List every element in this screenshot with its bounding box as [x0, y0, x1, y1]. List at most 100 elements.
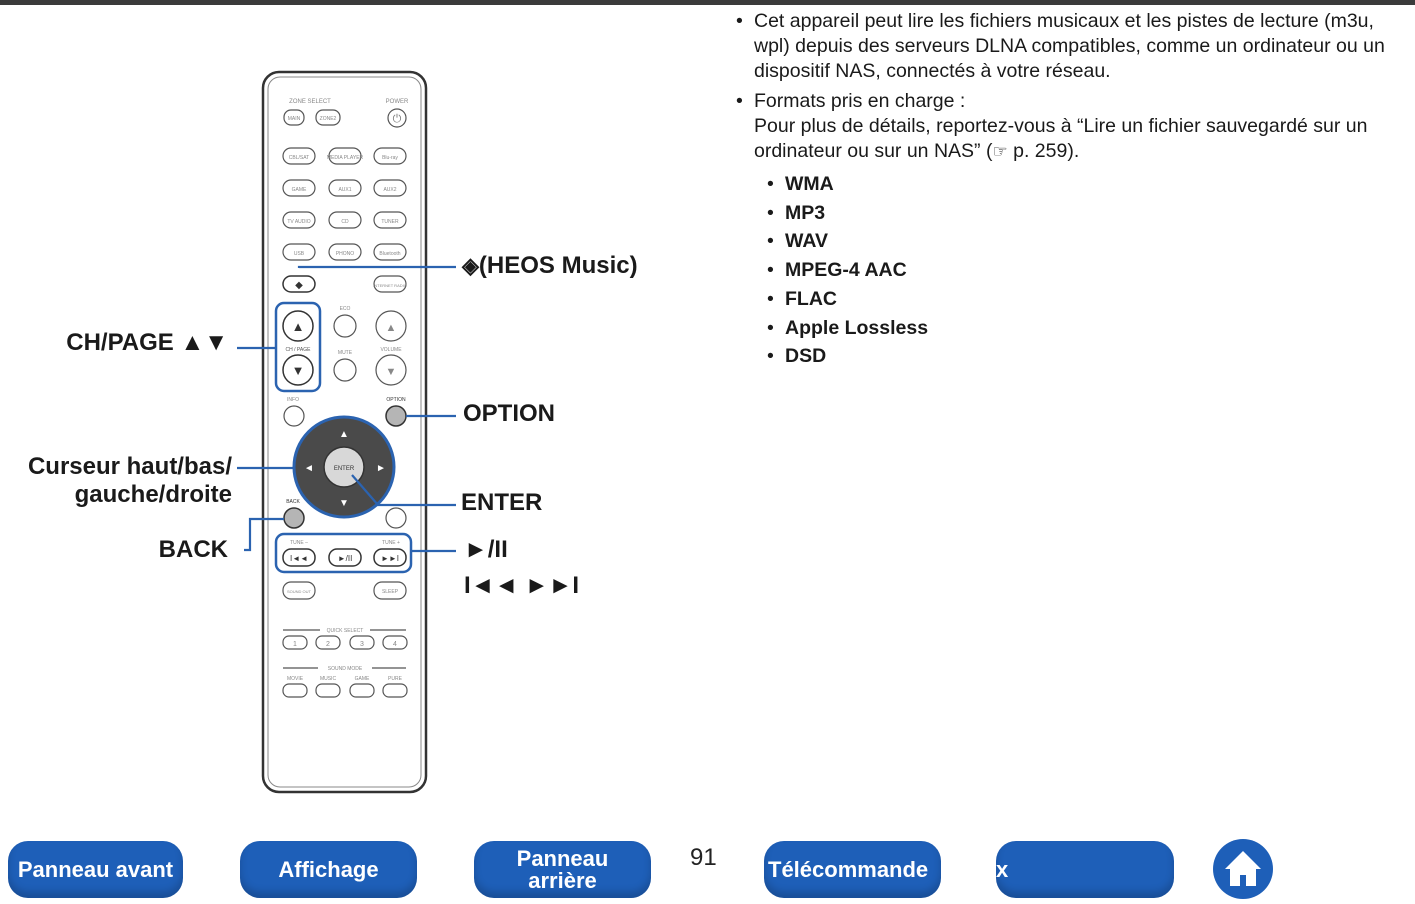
svg-text:CBL/SAT: CBL/SAT — [289, 155, 309, 161]
info-button — [283, 405, 305, 427]
next-button — [373, 548, 407, 567]
svg-text:SOUND MODE: SOUND MODE — [328, 666, 363, 672]
svg-text:INTERNET RADIO: INTERNET RADIO — [373, 283, 407, 288]
heos-music-label: ◈(HEOS Music) — [462, 252, 638, 279]
svg-text:QUICK SELECT: QUICK SELECT — [327, 628, 364, 634]
formats-reference: Pour plus de détails, reportez-vous à “L… — [754, 115, 1368, 162]
svg-text:2: 2 — [326, 641, 330, 648]
svg-text:►►I: ►►I — [381, 554, 399, 563]
svg-text:▼: ▼ — [339, 498, 349, 509]
play-pause-button — [328, 548, 362, 567]
power-button — [387, 108, 407, 128]
svg-text:MOVIE: MOVIE — [287, 676, 304, 682]
svg-text:PURE: PURE — [388, 676, 403, 682]
svg-text:AUX2: AUX2 — [383, 187, 396, 193]
svg-text:ECO: ECO — [340, 306, 351, 312]
home-icon — [1225, 851, 1261, 886]
svg-text:MUSIC: MUSIC — [320, 676, 337, 682]
volume-up-button — [375, 310, 407, 342]
transport-highlight — [274, 532, 413, 574]
svg-text:SOUND OUT: SOUND OUT — [287, 589, 312, 594]
svg-text:ZONE2: ZONE2 — [320, 116, 337, 122]
format-item: FLAC — [766, 285, 928, 314]
ch-page-up-button — [282, 310, 314, 342]
format-item: DSD — [766, 342, 928, 371]
svg-text:GAME: GAME — [355, 676, 370, 682]
source-buttons: CBL/SAT MEDIA PLAYER Blu-ray GAME AUX1 A… — [282, 147, 407, 261]
svg-text:MEDIA PLAYER: MEDIA PLAYER — [327, 155, 364, 161]
svg-text:MUTE: MUTE — [338, 350, 353, 356]
svg-text:▲: ▲ — [386, 322, 397, 334]
volume-down-button — [375, 354, 407, 386]
nav-rear-panel-button[interactable]: Panneau arrière — [474, 841, 651, 898]
enter-label: ENTER — [461, 489, 543, 516]
svg-text:◄: ◄ — [304, 463, 314, 474]
cursor-label: Curseur haut/bas/ gauche/droite — [27, 453, 232, 508]
previous-button — [282, 548, 316, 567]
top-bar — [0, 0, 1415, 5]
svg-text:VOLUME: VOLUME — [380, 347, 402, 353]
heos-music-button — [282, 275, 316, 293]
svg-text:OPTION: OPTION — [386, 397, 406, 403]
svg-text:▼: ▼ — [292, 363, 305, 378]
page-reference-icon: ☞ — [992, 142, 1008, 161]
skip-label: I◄◄ ►►I — [464, 572, 580, 599]
format-item: WAV — [766, 227, 928, 256]
heos-icon: ◆ — [295, 280, 303, 291]
svg-text:AUX1: AUX1 — [338, 187, 351, 193]
svg-text:▲: ▲ — [292, 319, 305, 334]
mute-button — [333, 358, 357, 382]
svg-text:►/II: ►/II — [338, 554, 353, 563]
zone-select-text: ZONE SELECT — [289, 99, 331, 105]
svg-text:MAIN: MAIN — [288, 116, 301, 122]
power-text: POWER — [386, 99, 409, 105]
description-column: Cet appareil peut lire les fichiers musi… — [734, 9, 1409, 169]
nav-front-panel-button[interactable]: Panneau avant — [8, 841, 183, 898]
svg-text:1: 1 — [293, 641, 297, 648]
svg-text:BACK: BACK — [286, 499, 300, 505]
format-item: MPEG-4 AAC — [766, 256, 928, 285]
play-pause-label: ►/II — [464, 536, 508, 563]
home-button[interactable] — [1213, 839, 1273, 899]
svg-text:TUNE –: TUNE – — [290, 540, 308, 546]
svg-text:USB: USB — [294, 251, 305, 257]
format-item: WMA — [766, 170, 928, 199]
ch-page-label: CH/PAGE ▲▼ — [66, 329, 228, 356]
svg-text:I◄◄: I◄◄ — [290, 554, 308, 563]
nav-remote-button[interactable]: Télécommande — [764, 841, 941, 898]
svg-text:►: ► — [376, 463, 386, 474]
svg-text:GAME: GAME — [292, 187, 307, 193]
svg-text:TUNER: TUNER — [381, 219, 399, 225]
svg-text:▲: ▲ — [339, 429, 349, 440]
svg-text:CD: CD — [341, 219, 349, 225]
format-item: Apple Lossless — [766, 314, 928, 343]
heos-icon: ◈ — [462, 253, 479, 278]
callout-lines — [237, 265, 456, 553]
back-button — [283, 507, 305, 529]
eco-button — [333, 314, 357, 338]
svg-text:TUNE +: TUNE + — [382, 540, 400, 546]
svg-text:Blu-ray: Blu-ray — [382, 155, 398, 161]
svg-text:▼: ▼ — [386, 366, 397, 378]
formats-bullet: Formats pris en charge : Pour plus de dé… — [734, 89, 1409, 164]
nav-index-button[interactable]: x — [996, 841, 1174, 898]
svg-text:4: 4 — [393, 641, 397, 648]
svg-text:SLEEP: SLEEP — [382, 589, 399, 595]
svg-text:ENTER: ENTER — [334, 466, 355, 472]
page-number: 91 — [690, 844, 717, 871]
option-button — [385, 405, 407, 427]
option-label: OPTION — [463, 400, 556, 427]
nav-display-button[interactable]: Affichage — [240, 841, 417, 898]
formats-list: WMA MP3 WAV MPEG-4 AAC FLAC Apple Lossle… — [766, 170, 928, 371]
svg-text:PHONO: PHONO — [336, 251, 354, 257]
zone2-button — [315, 109, 341, 126]
power-icon: ⏻ — [393, 113, 402, 125]
dlna-bullet: Cet appareil peut lire les fichiers musi… — [734, 9, 1409, 84]
main-button — [283, 109, 305, 126]
ch-page-down-button — [282, 354, 314, 386]
svg-text:TV AUDIO: TV AUDIO — [287, 219, 310, 225]
svg-text:INFO: INFO — [287, 397, 299, 403]
format-item: MP3 — [766, 199, 928, 228]
svg-text:Bluetooth: Bluetooth — [379, 251, 400, 257]
